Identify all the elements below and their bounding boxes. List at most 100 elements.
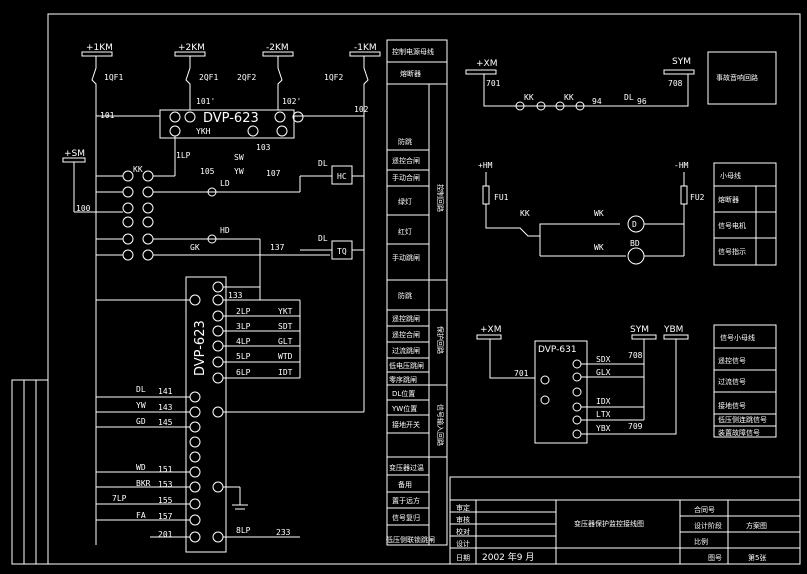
svg-text:信号输入回路: 信号输入回路 — [436, 404, 445, 446]
svg-text:置于远方: 置于远方 — [392, 496, 420, 505]
svg-text:YW: YW — [136, 401, 146, 410]
svg-text:94: 94 — [592, 97, 602, 106]
svg-text:137: 137 — [270, 243, 285, 252]
svg-text:708: 708 — [668, 79, 683, 88]
svg-text:LTX: LTX — [596, 410, 611, 419]
svg-text:审核: 审核 — [456, 515, 470, 524]
svg-text:HD: HD — [220, 226, 230, 235]
svg-text:YBX: YBX — [596, 424, 611, 433]
svg-text:信号小母线: 信号小母线 — [720, 333, 755, 342]
svg-text:遥控跳闸: 遥控跳闸 — [392, 314, 420, 323]
breaker-1qf1: 1QF1 — [104, 73, 123, 82]
bus-label-m2km: -2KM — [266, 43, 289, 53]
breaker-1qf2: 1QF2 — [324, 73, 343, 82]
svg-text:157: 157 — [158, 512, 173, 521]
svg-text:153: 153 — [158, 480, 173, 489]
svg-text:遥控合闸: 遥控合闸 — [392, 330, 420, 339]
svg-text:YKT: YKT — [278, 307, 293, 316]
box-signal-lamp — [713, 162, 777, 266]
box-accident-sound — [707, 51, 777, 105]
bus-labels: +1KM +2KM -2KM -1KM +SM — [64, 43, 377, 159]
svg-text:WD: WD — [136, 463, 146, 472]
bus-label-m1km: -1KM — [354, 43, 377, 53]
svg-text:熔断器: 熔断器 — [718, 195, 739, 204]
svg-text:D: D — [632, 220, 637, 229]
function-labels: 控制电源母线 熔断器 防跳 遥控合闸 手动合闸 绿灯 红灯 手动跳闸 防跳 遥控… — [386, 47, 445, 544]
svg-text:变压器过温: 变压器过温 — [389, 463, 424, 472]
svg-text:保护回路: 保护回路 — [436, 326, 445, 354]
svg-text:WTD: WTD — [278, 352, 293, 361]
date-label: 2002 年9 月 — [482, 551, 534, 563]
svg-text:YW: YW — [234, 167, 244, 176]
svg-text:低压侧连跳信号: 低压侧连跳信号 — [718, 415, 767, 424]
svg-text:155: 155 — [158, 496, 173, 505]
svg-text:备用: 备用 — [398, 480, 412, 489]
svg-text:手动合闸: 手动合闸 — [392, 173, 420, 182]
svg-text:GK: GK — [190, 243, 200, 252]
svg-text:KK: KK — [564, 93, 574, 102]
bus-label-psm: +SM — [64, 149, 85, 159]
svg-text:KK: KK — [133, 165, 143, 174]
svg-text:103: 103 — [256, 143, 271, 152]
bus-label-pxm-2: +XM — [480, 325, 501, 335]
svg-text:YW位置: YW位置 — [391, 404, 417, 413]
svg-text:102': 102' — [282, 97, 301, 106]
svg-text:接地开关: 接地开关 — [392, 420, 420, 429]
box-signal-small — [713, 324, 777, 438]
svg-text:WK: WK — [594, 209, 604, 218]
svg-text:设计阶段: 设计阶段 — [694, 521, 722, 530]
svg-text:BD: BD — [630, 239, 640, 248]
svg-text:IDT: IDT — [278, 368, 293, 377]
svg-text:233: 233 — [276, 528, 291, 537]
svg-text:143: 143 — [158, 403, 173, 412]
drawing-title: 变压器保护监控接线图 — [574, 519, 644, 528]
bus-label-pxm: +XM — [476, 59, 497, 69]
svg-text:7LP: 7LP — [112, 494, 127, 503]
svg-text:防跳: 防跳 — [398, 137, 412, 146]
svg-text:DL位置: DL位置 — [392, 389, 415, 398]
svg-text:低压侧联锁跳闸: 低压侧联锁跳闸 — [386, 535, 435, 544]
svg-text:装置故障信号: 装置故障信号 — [718, 428, 760, 437]
svg-text:SW: SW — [234, 153, 244, 162]
svg-text:遥控信号: 遥控信号 — [718, 356, 746, 365]
svg-text:FU1: FU1 — [494, 193, 509, 202]
svg-text:DL: DL — [318, 234, 328, 243]
title-block: 审定 审核 校对 设计 日期 2002 年9 月 变压器保护监控接线图 合同号 … — [449, 476, 801, 565]
svg-text:5LP: 5LP — [236, 352, 251, 361]
svg-text:控制回路: 控制回路 — [436, 184, 445, 212]
svg-text:GLX: GLX — [596, 368, 611, 377]
svg-text:信号复归: 信号复归 — [392, 513, 420, 522]
svg-text:701: 701 — [514, 369, 529, 378]
drawing-frame — [47, 13, 801, 565]
svg-text:日期: 日期 — [456, 554, 470, 562]
svg-text:709: 709 — [628, 422, 643, 431]
function-column — [386, 39, 448, 546]
svg-text:事故音响回路: 事故音响回路 — [716, 73, 758, 82]
svg-text:小母线: 小母线 — [720, 171, 741, 180]
svg-text:零序跳闸: 零序跳闸 — [389, 375, 417, 384]
svg-text:信号电机: 信号电机 — [718, 221, 746, 230]
svg-text:107: 107 — [266, 169, 281, 178]
svg-text:151: 151 — [158, 465, 173, 474]
svg-text:IDX: IDX — [596, 397, 611, 406]
svg-text:DL: DL — [624, 93, 634, 102]
svg-text:YKH: YKH — [196, 127, 211, 136]
svg-text:FA: FA — [136, 511, 146, 520]
svg-text:KK: KK — [524, 93, 534, 102]
svg-text:SDT: SDT — [278, 322, 293, 331]
page-number: 第5张 — [748, 553, 766, 562]
svg-text:2LP: 2LP — [236, 307, 251, 316]
dvp631-module — [534, 340, 588, 444]
svg-text:合同号: 合同号 — [694, 505, 715, 514]
svg-text:控制电源母线: 控制电源母线 — [392, 47, 434, 56]
svg-text:-HM: -HM — [674, 161, 689, 170]
svg-text:方案图: 方案图 — [746, 521, 767, 530]
svg-text:100: 100 — [76, 204, 91, 213]
svg-text:105: 105 — [200, 167, 215, 176]
svg-text:SDX: SDX — [596, 355, 611, 364]
svg-text:手动跳闸: 手动跳闸 — [392, 253, 420, 262]
